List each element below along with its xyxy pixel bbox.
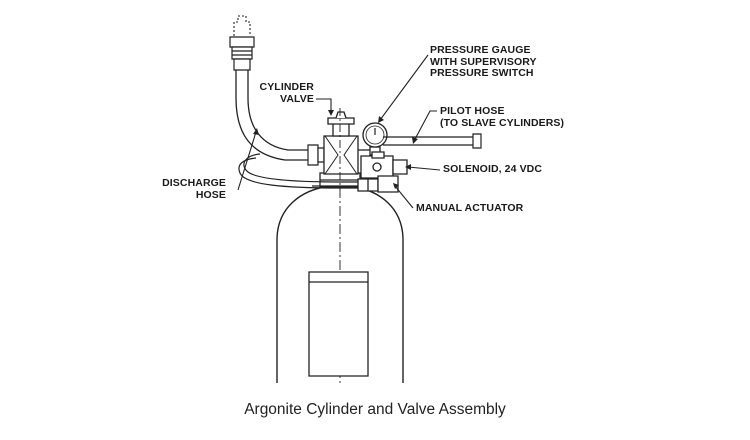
label-line: PRESSURE SWITCH xyxy=(430,67,534,79)
cylinder-valve-label: CYLINDER VALVE xyxy=(256,81,314,105)
label-line: VALVE xyxy=(280,92,314,105)
cylinder-valve-body xyxy=(324,112,358,174)
solenoid-label: SOLENOID, 24 VDC xyxy=(443,163,543,175)
pressure-gauge xyxy=(358,123,387,155)
discharge-outlet-cap xyxy=(234,16,250,36)
figure-caption: Argonite Cylinder and Valve Assembly xyxy=(244,401,506,418)
arrowheads xyxy=(253,110,418,189)
solenoid xyxy=(361,152,407,178)
label-line: PILOT HOSE xyxy=(440,105,505,117)
pressure-gauge-label: PRESSURE GAUGE WITH SUPERVISORY PRESSURE… xyxy=(430,44,537,80)
label-line: CYLINDER xyxy=(259,81,314,93)
label-line: PRESSURE GAUGE xyxy=(430,44,531,56)
manual-actuator xyxy=(358,176,398,192)
cylinder-label-plate xyxy=(309,272,368,376)
label-line: DISCHARGE xyxy=(162,177,226,189)
leader-lines xyxy=(238,55,440,208)
label-line: (TO SLAVE CYLINDERS) xyxy=(440,116,565,129)
manual-actuator-label: MANUAL ACTUATOR xyxy=(416,202,524,214)
discharge-hose-label: DISCHARGE HOSE xyxy=(158,177,226,201)
label-line: WITH SUPERVISORY xyxy=(430,55,537,68)
pilot-hose-label: PILOT HOSE (TO SLAVE CYLINDERS) xyxy=(440,105,565,129)
hose-coupling xyxy=(308,145,324,165)
discharge-fitting xyxy=(230,37,254,70)
label-line: HOSE xyxy=(195,188,226,201)
